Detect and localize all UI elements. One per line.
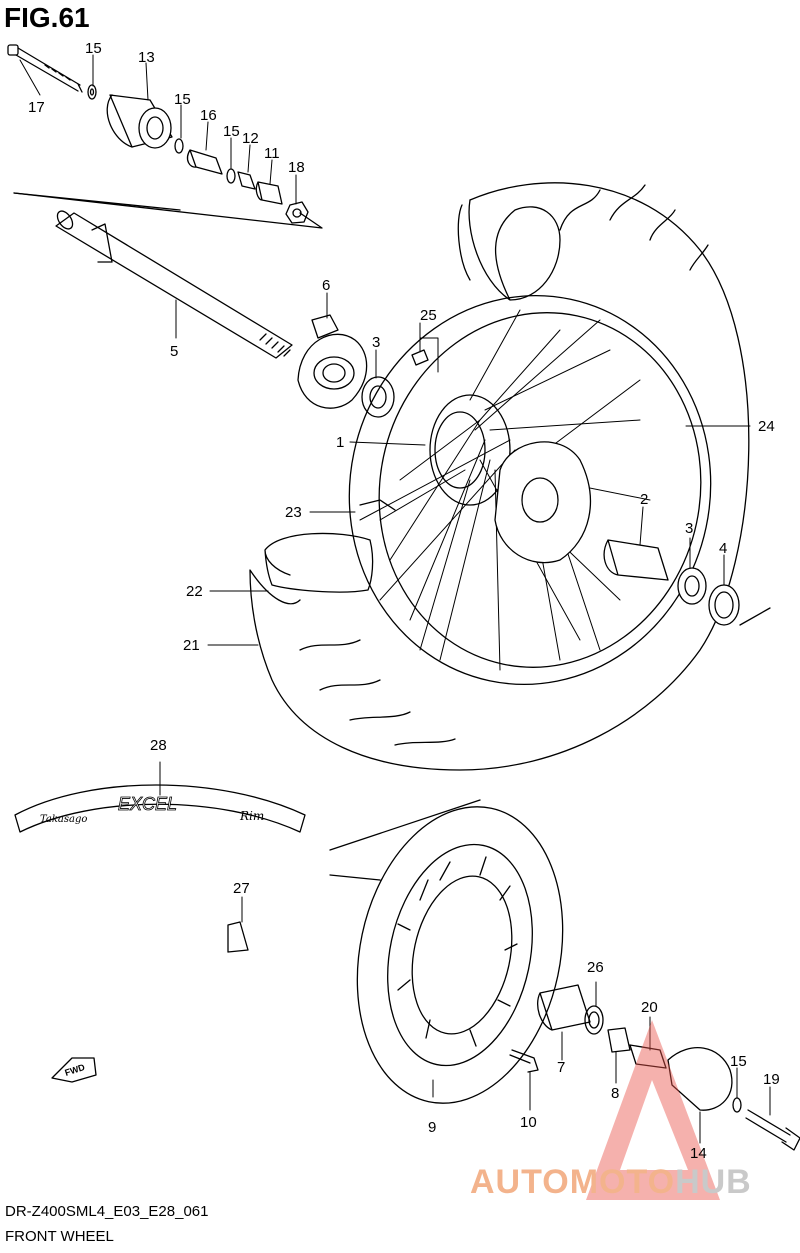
callout-7: 7 [557, 1059, 565, 1076]
collar-14 [667, 1047, 733, 1111]
callout-15: 15 [730, 1053, 747, 1070]
spacer-2 [603, 539, 669, 581]
callout-24: 24 [758, 418, 775, 435]
valve-cap-27 [227, 921, 249, 953]
watermark-part2: HUB [675, 1163, 752, 1201]
axle-reference-line [13, 192, 323, 229]
bearing-3-upper [361, 376, 395, 418]
callout-15: 15 [85, 40, 102, 57]
callout-9: 9 [428, 1119, 436, 1136]
tube-22 [264, 532, 374, 593]
decal-model: EXCEL [118, 794, 177, 814]
washer-15-b [174, 138, 184, 154]
callout-22: 22 [186, 583, 203, 600]
bolt-17 [7, 44, 83, 93]
callout-10: 10 [520, 1114, 537, 1131]
nut-18 [285, 201, 309, 224]
callout-28: 28 [150, 737, 167, 754]
oil-seal-4 [708, 584, 740, 626]
callout-6: 6 [322, 277, 330, 294]
axle-5 [55, 210, 293, 359]
decal-suffix: Rim [239, 809, 264, 823]
decal-brand: Takasago [40, 814, 87, 825]
callout-23: 23 [285, 504, 302, 521]
callout-3: 3 [685, 520, 693, 537]
callout-12: 12 [242, 130, 259, 147]
callout-4: 4 [719, 540, 727, 557]
disc-bolt-10 [509, 1049, 539, 1073]
callout-3: 3 [372, 334, 380, 351]
callout-26: 26 [587, 959, 604, 976]
rim-band-23 [359, 499, 396, 511]
spacer-16 [186, 149, 223, 175]
callout-14: 14 [690, 1145, 707, 1162]
watermark-triangle [586, 1020, 720, 1200]
watermark-part1: AUTOMOTO [470, 1163, 676, 1201]
tire-21 [249, 182, 750, 771]
bush-11 [255, 181, 283, 205]
callout-11: 11 [264, 145, 280, 162]
callout-21: 21 [183, 637, 200, 654]
callout-13: 13 [138, 49, 155, 66]
figure-title: FIG.61 [4, 2, 90, 33]
spacer-12 [237, 171, 256, 190]
callout-5: 5 [170, 343, 178, 360]
rim-decal-28 [14, 784, 306, 833]
collar-13 [106, 94, 173, 149]
callout-27: 27 [233, 880, 250, 897]
bearing-3-lower [677, 567, 707, 605]
fwd-arrow [51, 1057, 97, 1083]
rim [348, 294, 712, 686]
spacer-7 [537, 984, 591, 1031]
callout-2: 2 [640, 491, 648, 508]
watermark-text: AUTOMOTOHUB [470, 1163, 752, 1202]
callout-15: 15 [174, 91, 191, 108]
front-wheel-assembly [249, 182, 750, 771]
callout-17: 17 [28, 99, 45, 116]
callout-18: 18 [288, 159, 305, 176]
rim-decal-text: Takasago EXCEL Rim [40, 794, 264, 825]
callout-15: 15 [223, 123, 240, 140]
brake-disc-9 [356, 806, 564, 1104]
speedometer-gear-8 [607, 1027, 631, 1053]
callout-25: 25 [420, 307, 437, 324]
diagram-name: FRONT WHEEL [5, 1228, 114, 1245]
callout-8: 8 [611, 1085, 619, 1102]
callout-19: 19 [763, 1071, 780, 1088]
callout-20: 20 [641, 999, 658, 1016]
callout-1: 1 [336, 434, 344, 451]
washer-15 [87, 84, 97, 100]
callout-16: 16 [200, 107, 217, 124]
gearbox-6 [297, 314, 368, 409]
oil-seal-26 [584, 1005, 604, 1035]
bolt-19 [745, 1109, 800, 1151]
callout-numbers: 15 13 15 16 15 12 11 18 17 6 25 3 5 1 24… [28, 40, 780, 1162]
diagram-code: DR-Z400SML4_E03_E28_061 [5, 1203, 209, 1220]
